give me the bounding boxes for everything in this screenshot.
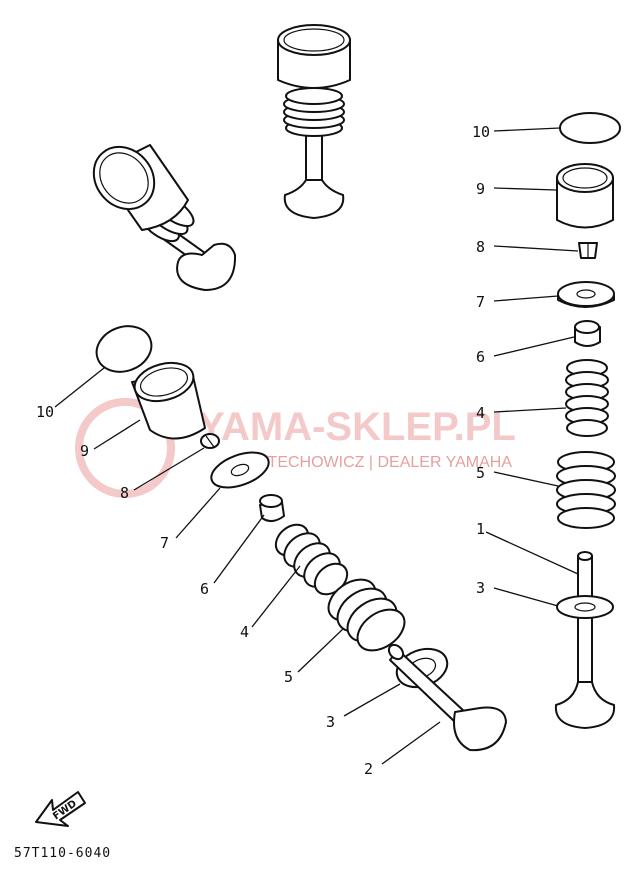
callout-right-6: 6 <box>476 348 485 366</box>
leader-lines-left <box>54 367 441 765</box>
callout-left-7: 7 <box>160 534 169 552</box>
callout-left-2: 2 <box>364 760 373 778</box>
callout-right-4: 4 <box>476 404 485 422</box>
part-code: 57T110-6040 <box>14 846 111 861</box>
callouts-right: 10 9 8 7 6 4 5 1 3 <box>472 123 490 597</box>
callout-left-10: 10 <box>36 403 54 421</box>
intake-valve <box>577 555 593 687</box>
callout-right-8: 8 <box>476 238 485 256</box>
outer-spring-right <box>556 451 616 529</box>
callout-right-3: 3 <box>476 579 485 597</box>
callout-right-1: 1 <box>476 520 485 538</box>
callout-left-4: 4 <box>240 623 249 641</box>
shim-right <box>559 112 621 144</box>
callout-left-8: 8 <box>120 484 129 502</box>
leader-lines-right <box>485 127 579 607</box>
callouts-left: 10 9 8 7 6 4 5 3 2 <box>36 403 373 778</box>
fwd-arrow-icon: FWD <box>35 791 86 827</box>
assembled-valve-top <box>277 24 351 219</box>
callout-right-7: 7 <box>476 293 485 311</box>
watermark: YAMA-SKLEP.PL WOJTECHOWICZ | DEALER YAMA… <box>75 398 516 498</box>
callout-right-10: 10 <box>472 123 490 141</box>
callout-left-3: 3 <box>326 713 335 731</box>
callout-left-9: 9 <box>80 442 89 460</box>
watermark-subtitle: WOJTECHOWICZ | DEALER YAMAHA <box>232 454 512 471</box>
shim-left <box>95 325 153 373</box>
retainer-left <box>210 451 270 489</box>
inner-spring-left <box>274 523 349 596</box>
outer-spring-left <box>327 578 406 652</box>
callout-right-5: 5 <box>476 464 485 482</box>
inner-spring-right <box>565 359 609 437</box>
spring-seat-right <box>556 595 614 619</box>
left-exploded-parts <box>95 325 507 752</box>
callout-left-5: 5 <box>284 668 293 686</box>
right-exploded-parts <box>554 112 621 729</box>
assembled-valve-upper-left <box>92 144 237 291</box>
callout-right-9: 9 <box>476 180 485 198</box>
callout-left-6: 6 <box>200 580 209 598</box>
watermark-title: YAMA-SKLEP.PL <box>198 405 516 449</box>
